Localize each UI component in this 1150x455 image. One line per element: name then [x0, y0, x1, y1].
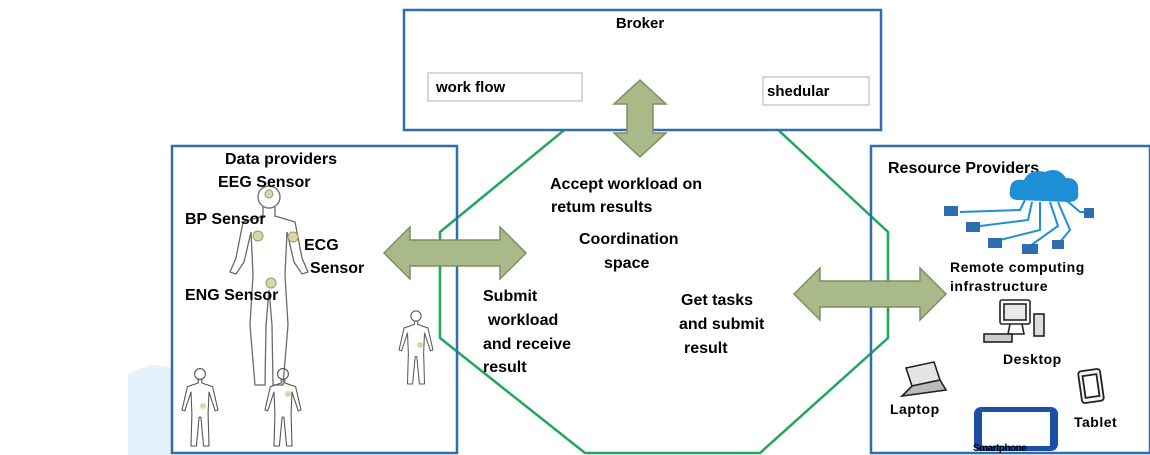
eng-sensor-label: ENG Sensor	[185, 287, 278, 304]
submit-workload-line4: result	[483, 359, 527, 376]
scheduler-box	[762, 76, 870, 106]
tablet-label: Tablet	[1074, 414, 1117, 430]
workflow-label: work flow	[435, 79, 506, 96]
eng-sensor-dot	[265, 277, 277, 289]
remote-computing-label-line1: Remote computing	[950, 259, 1085, 275]
data-providers-title: Data providers	[225, 151, 337, 168]
desktop-icon	[983, 299, 1045, 343]
resource-providers-double-arrow-icon	[792, 266, 948, 322]
smartphone-label: Smartphone	[973, 443, 1027, 454]
coordination-space-line1: Coordination	[579, 231, 679, 248]
ecg-sensor-label-line1: ECG	[304, 237, 339, 254]
data-providers-double-arrow-icon	[382, 225, 528, 281]
small-human-icon	[398, 310, 434, 385]
ecg-sensor-label-line2: Sensor	[310, 260, 364, 277]
laptop-icon	[899, 361, 948, 398]
broker-double-arrow-icon	[612, 78, 668, 159]
bp-sensor-dot	[252, 230, 264, 242]
small-human-sensor-dot	[285, 391, 291, 397]
ecg-sensor-dot	[287, 231, 299, 243]
laptop-label: Laptop	[890, 401, 940, 417]
human-body-icon	[229, 185, 309, 386]
remote-computing-label-line2: infrastructure	[950, 278, 1048, 294]
scheduler-label: shedular	[767, 83, 830, 100]
desktop-label: Desktop	[1003, 351, 1062, 367]
eeg-sensor-dot	[264, 189, 274, 199]
coordination-space-line2: space	[604, 255, 649, 272]
submit-workload-line2: workload	[487, 312, 558, 329]
get-tasks-line1: Get tasks	[681, 292, 753, 309]
small-human-sensor-dot	[417, 342, 423, 348]
submit-workload-line3: and receive	[483, 336, 571, 353]
small-human-icon	[181, 368, 219, 447]
get-tasks-line2: and submit	[679, 316, 765, 333]
resource-providers-box: Resource Providers Remote computing infr…	[869, 144, 1150, 455]
resource-providers-title: Resource Providers	[888, 160, 1039, 177]
bp-sensor-label: BP Sensor	[185, 211, 266, 228]
coordination-octagon	[438, 111, 890, 455]
small-human-sensor-dot	[200, 403, 206, 409]
data-providers-box: Data providers EEG Sensor BP Sensor ECG …	[170, 144, 459, 455]
broker-title: Broker	[616, 15, 665, 32]
accept-workload-line1: Accept workload on	[550, 176, 702, 193]
submit-workload-line1: Submit	[483, 288, 538, 305]
accept-workload-line2: retum results	[551, 199, 652, 216]
workflow-box	[427, 72, 583, 102]
cloud-network-icon	[944, 170, 1094, 254]
background-decoration	[128, 365, 172, 455]
tablet-icon	[1077, 368, 1105, 404]
smartphone-icon	[974, 407, 1058, 451]
get-tasks-line3: result	[684, 340, 728, 357]
eeg-sensor-label: EEG Sensor	[218, 174, 310, 191]
